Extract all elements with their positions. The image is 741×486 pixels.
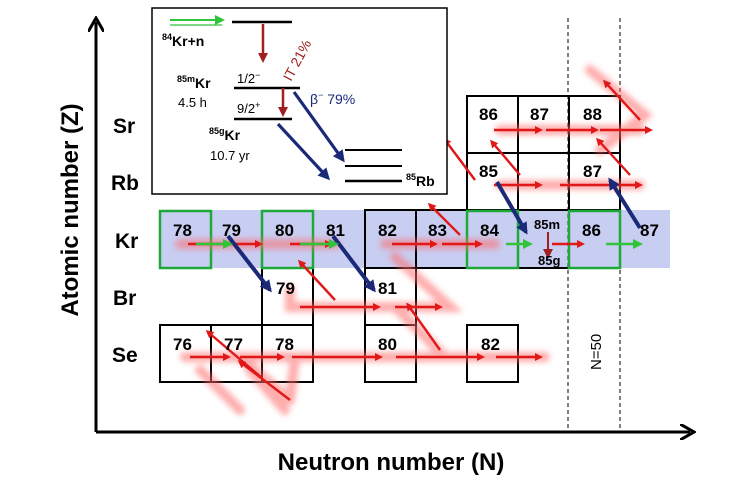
cell-se76: 76 — [173, 335, 192, 354]
cell-sr88: 88 — [583, 105, 602, 124]
kr85g-spin: 9/2+ — [237, 100, 260, 116]
cell-kr85g: 85g — [538, 253, 560, 268]
element-label-rb: Rb — [111, 172, 139, 195]
cell-kr80: 80 — [275, 221, 294, 240]
cell-kr86: 86 — [582, 221, 601, 240]
kr85g-halflife: 10.7 yr — [210, 148, 250, 163]
cell-kr87: 87 — [640, 221, 659, 240]
element-label-se: Se — [112, 344, 138, 367]
beta-arrow-m — [292, 91, 345, 163]
element-label-kr: Kr — [115, 230, 138, 253]
cell-kr79: 79 — [222, 221, 241, 240]
decay-scheme-inset: 84Kr+n 1/2− 85mKr 4.5 h 9/2+ 85gKr 10.7 … — [151, 7, 448, 195]
y-axis-label: Atomic number (Z) — [57, 103, 84, 316]
cell-se80: 80 — [378, 335, 397, 354]
element-label-sr: Sr — [113, 115, 135, 138]
beta-arrow-g — [276, 122, 331, 181]
kr85m-halflife: 4.5 h — [178, 95, 207, 110]
kr85g-name: 85gKr — [209, 126, 241, 143]
beta-label: β− 79% — [310, 90, 355, 107]
cell-se78: 78 — [275, 335, 294, 354]
kr85m-spin: 1/2− — [237, 70, 260, 86]
cell-sr86: 86 — [479, 105, 498, 124]
cell-se77: 77 — [224, 335, 243, 354]
cell-kr78: 78 — [173, 221, 192, 240]
cell-kr84: 84 — [480, 221, 499, 240]
cell-se82: 82 — [481, 335, 500, 354]
kr85m-name: 85mKr — [177, 74, 211, 91]
cell-kr85m: 85m — [534, 217, 560, 232]
reaction-label: 84Kr+n — [162, 32, 204, 49]
beta-arrows — [226, 177, 642, 293]
n50-label: N=50 — [588, 334, 605, 370]
cell-br81: 81 — [378, 279, 397, 298]
rb85-name: 85Rb — [406, 172, 435, 189]
cell-rb85: 85 — [479, 162, 498, 181]
cell-labels: 86 87 88 85 87 78 79 80 81 82 83 84 85m … — [173, 105, 659, 354]
cell-kr81: 81 — [326, 221, 345, 240]
cell-kr82: 82 — [378, 221, 397, 240]
element-label-br: Br — [113, 287, 136, 310]
cell-br79: 79 — [276, 279, 295, 298]
cell-rb87: 87 — [583, 162, 602, 181]
cell-kr83: 83 — [428, 221, 447, 240]
x-axis-label: Neutron number (N) — [278, 449, 505, 476]
cell-sr87: 87 — [530, 105, 549, 124]
